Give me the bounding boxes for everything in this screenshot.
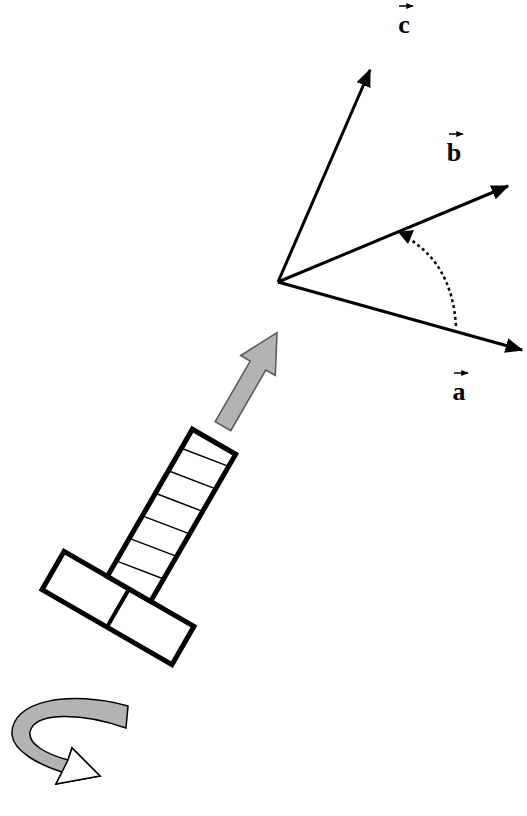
rotation-arc-head (398, 230, 414, 244)
rotation-arrow (12, 699, 128, 784)
vector-accent (399, 5, 413, 7)
vector-accent (449, 133, 463, 135)
vector-label: b (447, 140, 461, 166)
vector-b (278, 186, 508, 282)
vector-label: a (453, 379, 466, 405)
screw (42, 295, 342, 664)
vector-a (278, 282, 522, 350)
rotation-arc (404, 236, 456, 326)
vector-label: c (398, 12, 410, 38)
screw-thread (181, 441, 228, 473)
screw-thread (142, 509, 189, 541)
screw-thread (155, 486, 202, 518)
direction-arrow (206, 323, 295, 437)
screw-thread (168, 464, 215, 496)
screw-thread (116, 554, 163, 586)
vector-accent (454, 372, 468, 374)
rotation-arrow-head (56, 748, 100, 784)
screw-thread (129, 531, 176, 563)
